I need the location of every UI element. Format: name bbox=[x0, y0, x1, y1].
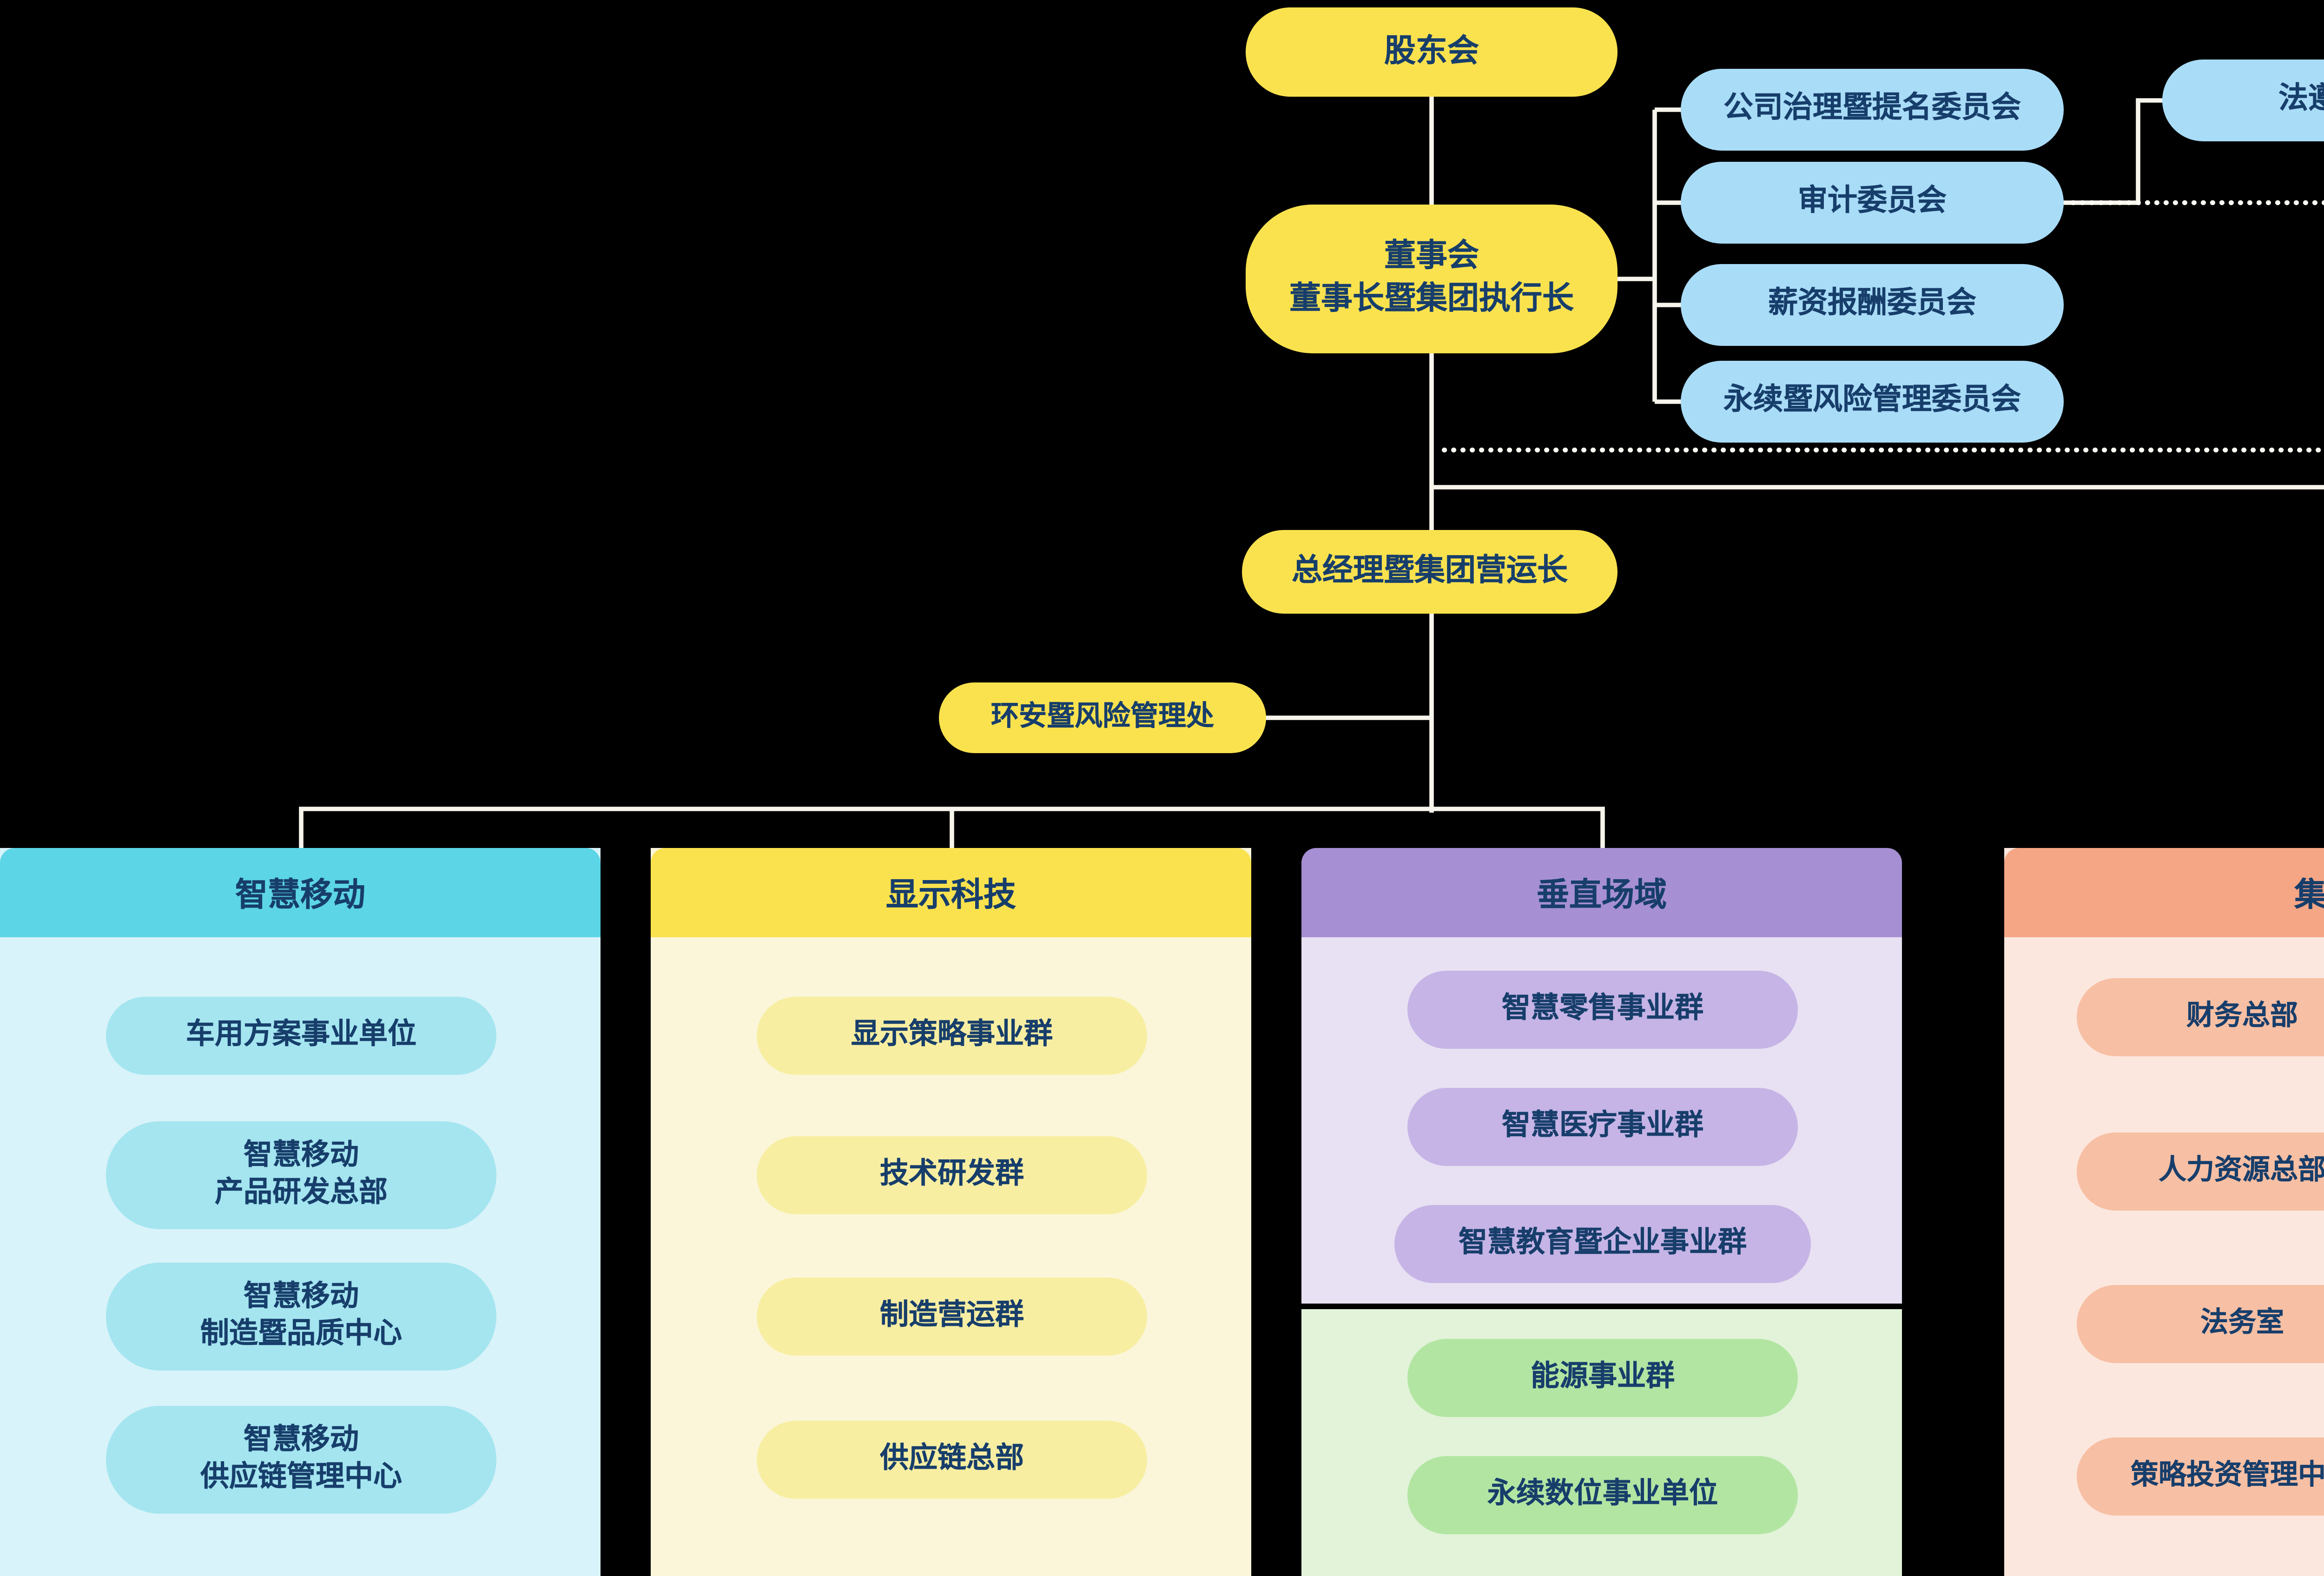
org-unit-supply-chain-hq: 供应链总部 bbox=[757, 1421, 1147, 1499]
group-vertical-domains: 垂直场域 智慧零售事业群 智慧医疗事业群 智慧教育暨企业事业群 能源事业群 永续… bbox=[1301, 848, 1902, 1576]
node-ehs-risk-office: 环安暨风险管理处 bbox=[939, 682, 1266, 753]
org-unit-strategic-investment: 策略投资管理中心 bbox=[2077, 1437, 2324, 1516]
node-board-of-directors: 董事会 董事长暨集团执行长 bbox=[1246, 205, 1618, 353]
org-unit-legal-office: 法务室 bbox=[2077, 1285, 2324, 1363]
group-header-display-technology: 显示科技 bbox=[651, 848, 1251, 937]
org-unit-smart-education-enterprise: 智慧教育暨企业事业群 bbox=[1394, 1205, 1811, 1283]
committee-sustainability-risk: 永续暨风险管理委员会 bbox=[1681, 361, 2064, 443]
org-unit-sustainable-digital: 永续数位事业单位 bbox=[1407, 1456, 1798, 1534]
org-unit-finance-hq: 财务总部 bbox=[2077, 978, 2324, 1056]
org-unit-mobility-supply-chain: 智慧移动 供应链管理中心 bbox=[106, 1406, 496, 1514]
org-unit-mobility-rnd-hq: 智慧移动 产品研发总部 bbox=[106, 1121, 496, 1229]
group-header-operations-support: 集团营运支援单位 bbox=[2004, 848, 2324, 937]
committee-governance-nomination: 公司治理暨提名委员会 bbox=[1681, 69, 2064, 151]
committee-compensation: 薪资报酬委员会 bbox=[1681, 264, 2064, 346]
org-unit-smart-medical: 智慧医疗事业群 bbox=[1407, 1088, 1798, 1166]
org-unit-manufacturing-operations: 制造营运群 bbox=[757, 1278, 1147, 1356]
group-display-technology: 显示科技 显示策略事业群 技术研发群 制造营运群 供应链总部 bbox=[651, 848, 1251, 1576]
node-president-coo: 总经理暨集团营运长 bbox=[1242, 530, 1618, 614]
org-unit-smart-retail: 智慧零售事业群 bbox=[1407, 971, 1798, 1049]
group-header-smart-mobility: 智慧移动 bbox=[0, 848, 601, 937]
group-header-vertical-domains: 垂直场域 bbox=[1301, 848, 1902, 937]
org-unit-human-resources-hq: 人力资源总部 bbox=[2077, 1132, 2324, 1211]
group-smart-mobility: 智慧移动 车用方案事业单位 智慧移动 产品研发总部 智慧移动 制造暨品质中心 智… bbox=[0, 848, 601, 1576]
node-shareholders: 股东会 bbox=[1246, 7, 1618, 97]
org-unit-technology-rnd: 技术研发群 bbox=[757, 1136, 1147, 1214]
org-unit-energy: 能源事业群 bbox=[1407, 1339, 1798, 1417]
group-operations-support: 集团营运支援单位 财务总部 数位技术发展总部 人力资源总部 永续发展总部 法务室… bbox=[2004, 848, 2324, 1576]
org-unit-display-strategy: 显示策略事业群 bbox=[757, 997, 1147, 1075]
org-unit-mobility-mfg-quality: 智慧移动 制造暨品质中心 bbox=[106, 1263, 496, 1371]
committee-audit: 审计委员会 bbox=[1681, 162, 2064, 244]
org-unit-automotive-solutions: 车用方案事业单位 bbox=[106, 997, 496, 1075]
node-chief-compliance-counsel: 法遵总顾问 bbox=[2162, 60, 2324, 141]
